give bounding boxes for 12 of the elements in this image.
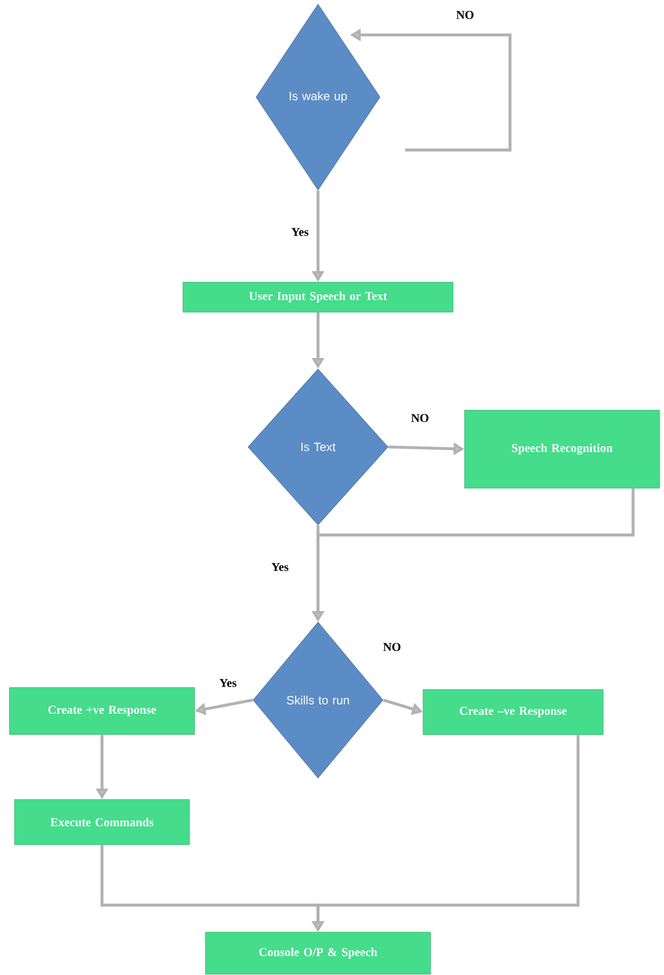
process-box: Console O/P & Speech xyxy=(205,932,431,974)
process-box: Create +ve Response xyxy=(9,687,195,735)
edge-label: NO xyxy=(410,412,430,424)
edge-label: Yes xyxy=(218,678,238,688)
edge-label: Yes xyxy=(290,226,310,238)
process-box: Execute Commands xyxy=(14,799,190,845)
process-box: User Input Speech or Text xyxy=(182,282,454,312)
edge-label: Yes xyxy=(270,562,290,572)
process-box: Create –ve Response xyxy=(422,689,604,735)
edge-label: NO xyxy=(454,10,476,20)
process-box: Speech Recognition xyxy=(464,410,660,488)
edge-label: NO xyxy=(382,642,402,652)
